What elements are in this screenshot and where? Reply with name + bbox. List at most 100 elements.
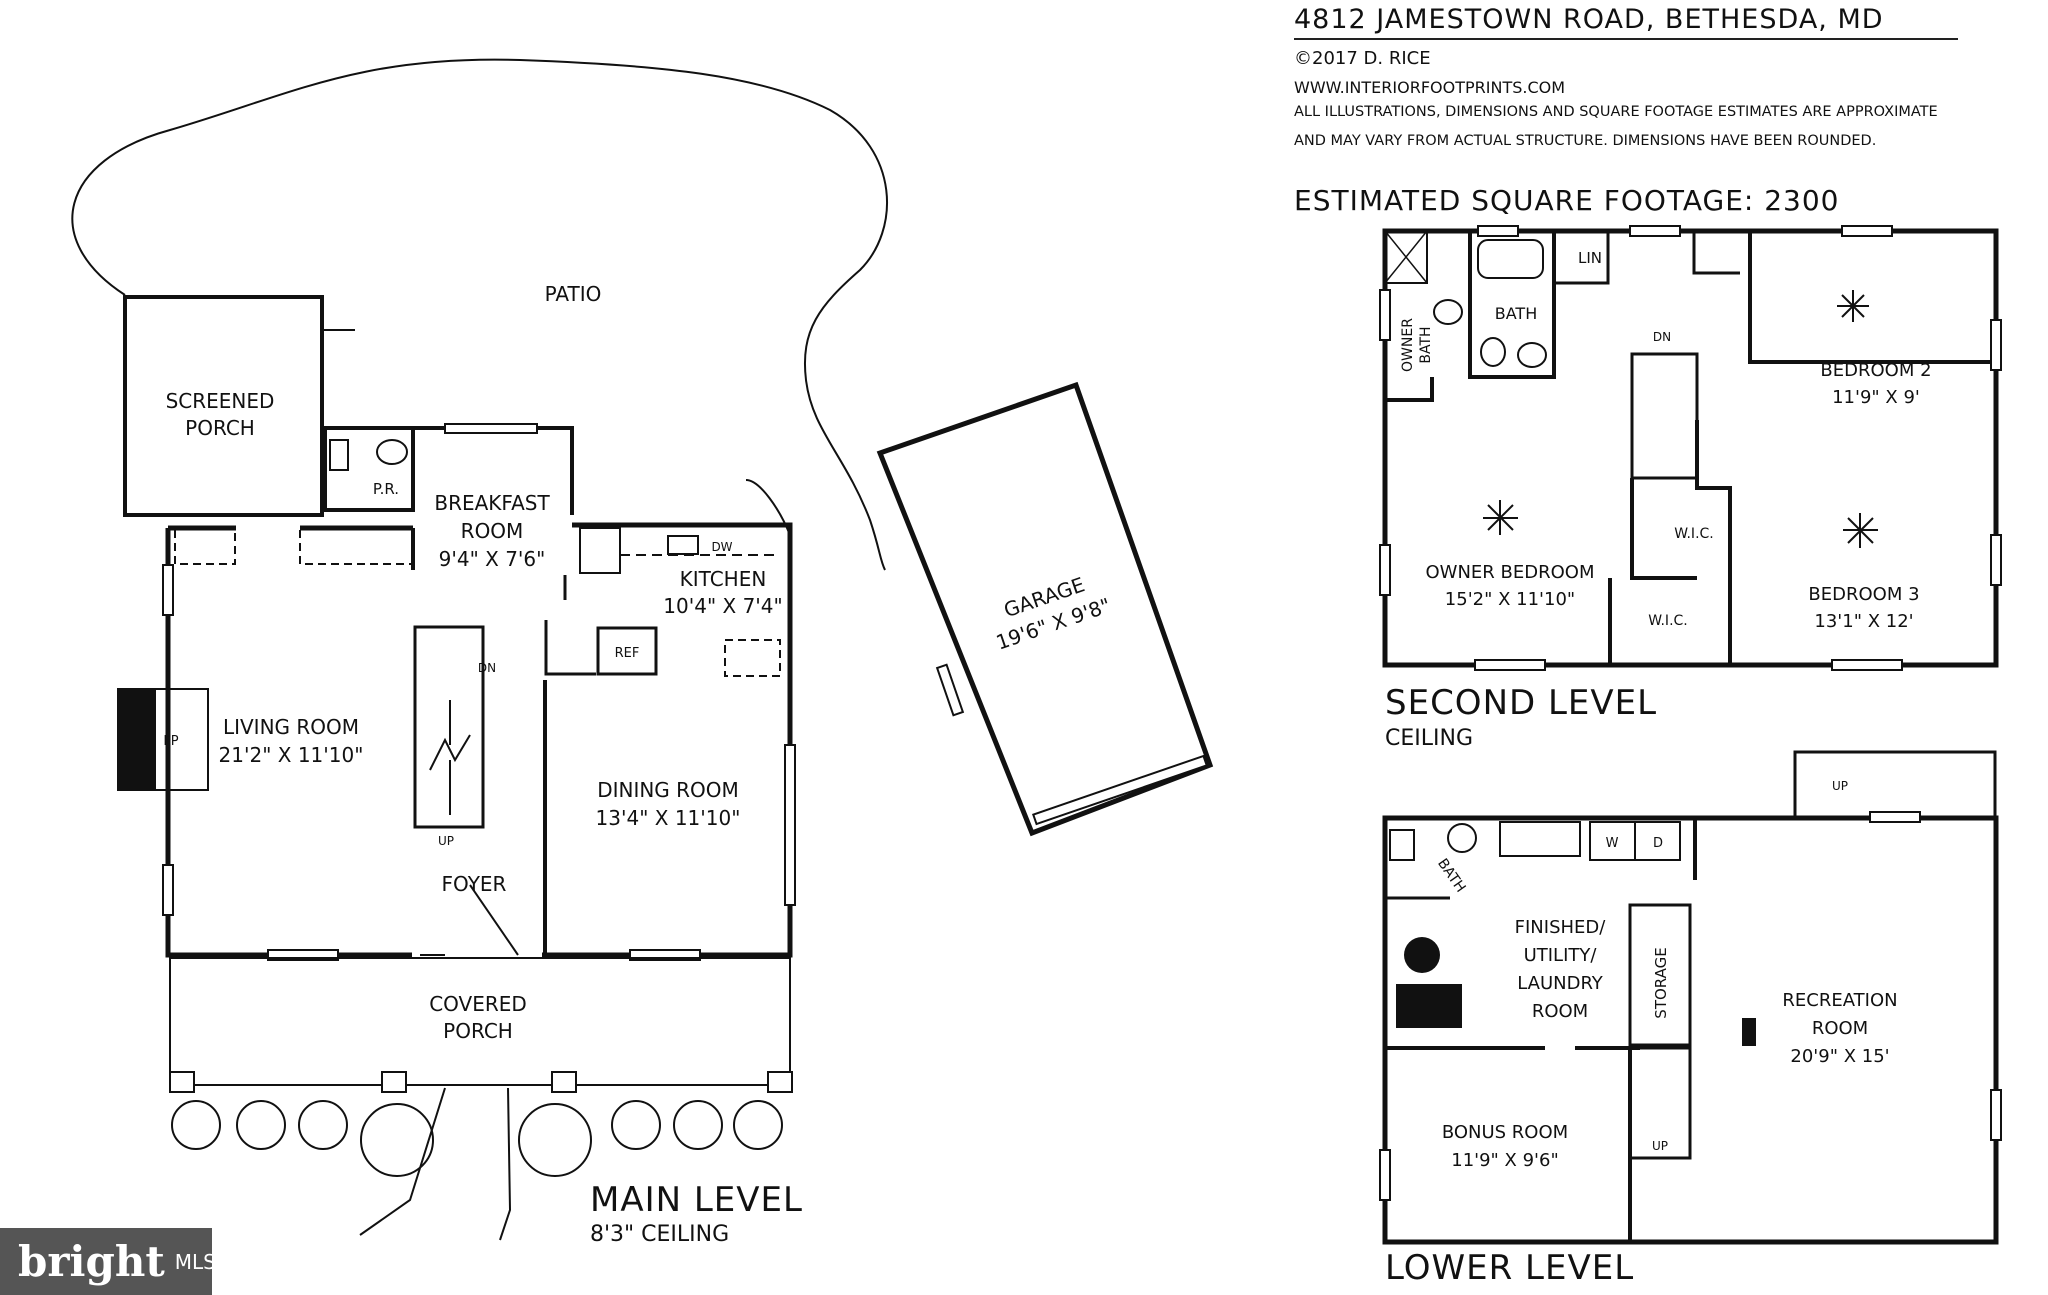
owner-bath-wall <box>1385 377 1434 402</box>
breakfast-label-1: BREAKFAST <box>434 491 550 515</box>
property-address: 4812 JAMESTOWN ROAD, BETHESDA, MD <box>1294 4 1884 35</box>
covered-porch <box>169 957 791 1086</box>
owner-bedroom-label: OWNER BEDROOM <box>1426 562 1595 583</box>
second-stairs <box>1630 352 1699 480</box>
storage-label: STORAGE <box>1652 947 1670 1018</box>
lower-stairs <box>1628 1046 1692 1160</box>
owner-bath-label-1: OWNER <box>1400 318 1416 372</box>
powder-room-label: P.R. <box>373 480 399 498</box>
window-box-2 <box>299 527 413 565</box>
recreation-dimensions: 20'9" X 15' <box>1790 1046 1889 1067</box>
owner-bath-window <box>1379 289 1391 341</box>
laundry-sinks <box>1499 821 1581 857</box>
living-window-1 <box>162 564 174 616</box>
bonus-window <box>1379 1149 1391 1201</box>
screened-porch-label-2: PORCH <box>185 416 255 440</box>
living-room-dimensions: 21'2" X 11'10" <box>219 743 364 767</box>
dining-room-dimensions: 13'4" X 11'10" <box>596 806 741 830</box>
bath-window <box>1477 225 1519 237</box>
lower-outer-walls <box>1382 815 1999 1245</box>
powder-room-walls <box>323 426 415 512</box>
bedroom3-label: BEDROOM 3 <box>1808 584 1919 605</box>
kitchen-sink <box>667 535 699 555</box>
fireplace-box <box>118 689 156 790</box>
bedroom2-side-window <box>1990 319 2002 371</box>
closet-walls <box>544 620 596 676</box>
front-door-swing <box>469 884 519 956</box>
website-text: WWW.INTERIORFOOTPRINTS.COM <box>1294 78 1566 97</box>
shrubs <box>171 1100 783 1177</box>
garage-walls <box>876 381 1214 837</box>
bedroom2-walls <box>1748 231 1996 364</box>
recreation-label-1: RECREATION <box>1782 990 1897 1011</box>
main-west-wall <box>165 528 412 958</box>
wic-label-1: W.I.C. <box>1674 526 1714 542</box>
stairs-up-label: UP <box>438 834 454 848</box>
lower-toilet <box>1389 829 1415 861</box>
header-rule <box>1294 38 1958 40</box>
disclaimer-line-1: ALL ILLUSTRATIONS, DIMENSIONS AND SQUARE… <box>1294 104 1938 120</box>
bright-mls-logo: bright MLS <box>0 1228 216 1295</box>
dishwasher-label: DW <box>711 540 732 554</box>
recreation-top-window <box>1869 811 1921 823</box>
kitchen-stove <box>579 527 621 574</box>
owner-toilet <box>1433 299 1463 325</box>
porch-posts <box>169 1071 793 1093</box>
hall-window <box>1629 225 1681 237</box>
covered-porch-label-2: PORCH <box>443 1019 513 1043</box>
breakfast-window <box>444 423 538 434</box>
second-outer-walls <box>1382 228 1999 668</box>
bath-label: BATH <box>1495 304 1537 323</box>
water-heater <box>1404 937 1440 973</box>
furnace <box>1396 984 1462 1028</box>
bedroom3-side-window <box>1990 534 2002 586</box>
copyright-text: ©2017 D. RICE <box>1294 48 1431 69</box>
walkway-right <box>499 1087 512 1241</box>
main-level-title: MAIN LEVEL <box>590 1180 803 1220</box>
patio-edge <box>745 479 791 536</box>
dining-room-label: DINING ROOM <box>597 778 739 802</box>
refrigerator-label: REF <box>615 646 640 661</box>
dining-window <box>784 744 796 906</box>
fireplace-label: FP <box>163 734 178 749</box>
lower-level-plan <box>1379 750 2002 1245</box>
hall-toilet <box>1480 337 1506 367</box>
lower-level-labels: BATH W D UP FINISHED/ UTILITY/ LAUNDRY R… <box>1434 779 1898 1171</box>
logo-brand: bright <box>18 1237 165 1286</box>
hall-sink <box>1517 342 1547 368</box>
bedroom3-front-window <box>1831 659 1903 671</box>
wic-label-2: W.I.C. <box>1648 613 1688 629</box>
main-level-ceiling: 8'3" CEILING <box>590 1222 730 1247</box>
garage-door <box>1032 754 1208 826</box>
walkway-left <box>359 1087 446 1236</box>
logo-suffix: MLS <box>174 1249 216 1274</box>
patio-outline <box>71 58 888 571</box>
garage-label-group: GARAGE 19'6" X 9'8" <box>993 572 1114 654</box>
lower-stairs-up-label: UP <box>1652 1139 1668 1153</box>
second-level-title: SECOND LEVEL <box>1385 683 1658 723</box>
powder-room-toilet <box>376 439 408 465</box>
patio-label: PATIO <box>545 282 602 306</box>
second-level-plan <box>1379 225 2002 671</box>
powder-room-sink <box>329 439 349 471</box>
bedroom2-label: BEDROOM 2 <box>1820 360 1931 381</box>
front-window-1 <box>267 949 339 961</box>
finished-label-3: LAUNDRY <box>1517 973 1604 994</box>
living-room-label: LIVING ROOM <box>223 715 359 739</box>
storage-walls <box>1628 903 1692 1047</box>
owner-shower <box>1384 230 1428 284</box>
kitchen-dimensions: 10'4" X 7'4" <box>663 594 782 618</box>
bedroom2-closet <box>1692 231 1740 275</box>
main-level-labels: PATIO SCREENED PORCH P.R. BREAKFAST ROOM… <box>163 282 1113 1043</box>
kitchen-cabinet <box>724 639 781 677</box>
screened-porch-walls <box>123 295 324 517</box>
finished-label-4: ROOM <box>1532 1001 1588 1022</box>
wic-walls <box>1695 420 1732 665</box>
kitchen-label: KITCHEN <box>680 567 767 591</box>
covered-porch-label-1: COVERED <box>429 992 527 1016</box>
front-window-2 <box>629 949 701 961</box>
linen-label: LIN <box>1578 249 1602 267</box>
owner-bath-label-2: BATH <box>1418 326 1434 363</box>
wic1-walls <box>1630 478 1697 580</box>
